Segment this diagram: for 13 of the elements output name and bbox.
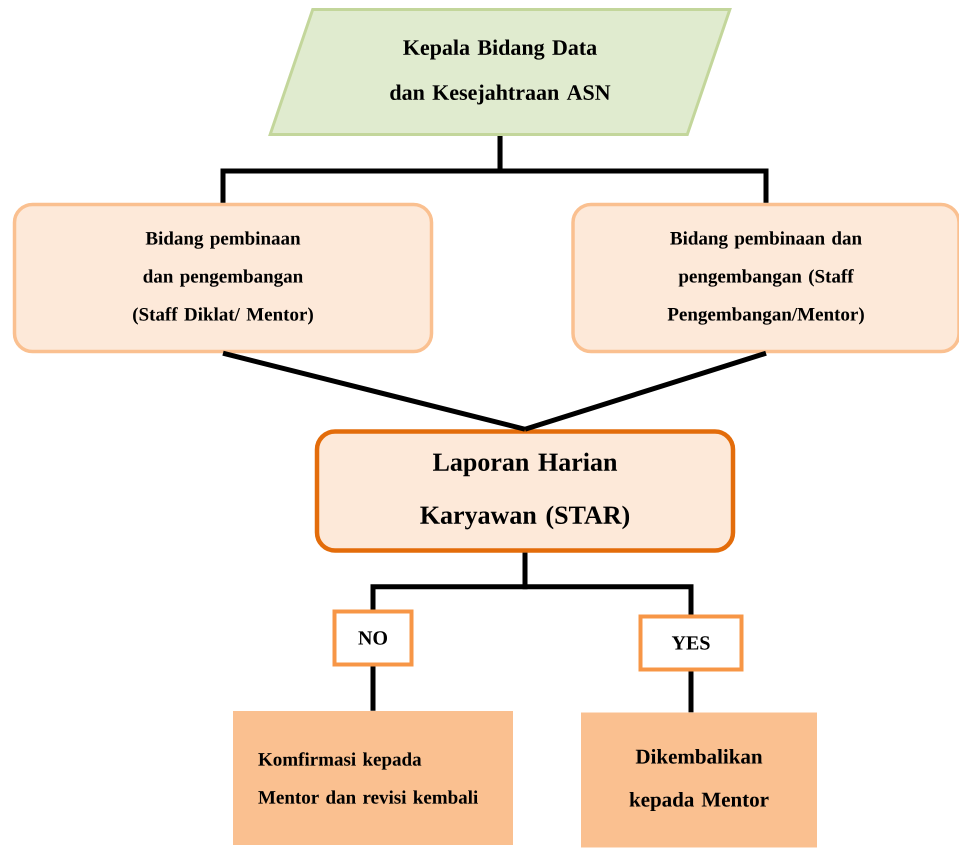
result-box: Komfirmasi kepada Mentor dan revisi kembali: [233, 710, 513, 845]
rounded-box: Bidang pembinaan dan pengembangan (Staff Diklat/ Mentor): [12, 202, 434, 354]
connector-line: [498, 136, 768, 203]
connector-line: [524, 350, 767, 432]
connector-line: [222, 350, 526, 432]
result-box: Dikembalikan kepada Mentor: [581, 712, 817, 848]
connector-line: [522, 552, 694, 614]
rounded-box: Laporan Harian Karyawan (STAR): [314, 429, 736, 553]
decision-box: NO: [332, 609, 414, 666]
connector-line: [370, 666, 376, 711]
rounded-box: Bidang pembinaan dan pengembangan (Staff Pengembangan/Mentor): [571, 202, 959, 354]
connector-line: [688, 671, 694, 712]
decision-box: YES: [638, 614, 744, 672]
